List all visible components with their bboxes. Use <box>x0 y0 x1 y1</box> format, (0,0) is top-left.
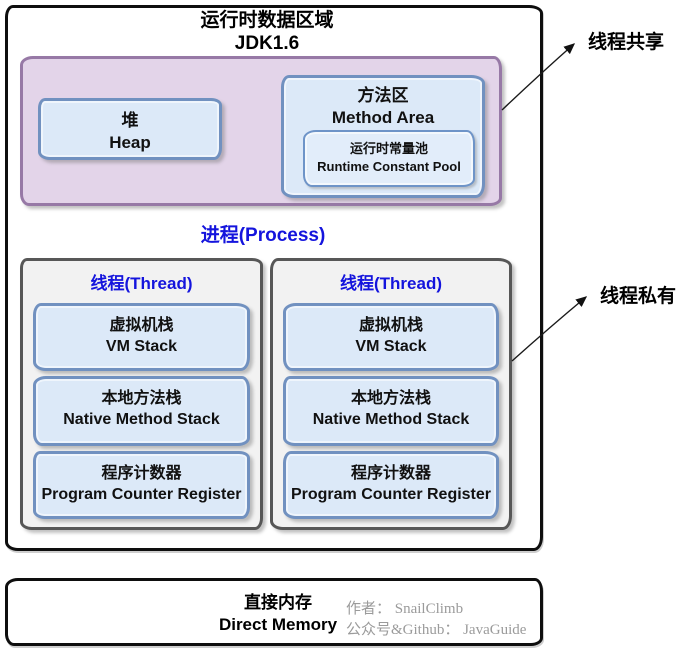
process-label: 进程(Process) <box>200 225 326 246</box>
heap-label-en: Heap <box>109 133 151 152</box>
method-area-label-en: Method Area <box>331 108 435 127</box>
native-method-stack-label-en: Native Method Stack <box>312 411 470 428</box>
thread-2-vm-stack-box: 虚拟机栈 VM Stack <box>283 303 499 371</box>
diagram-title: 运行时数据区域 JDK1.6 <box>5 9 529 55</box>
thread-box-1: 线程(Thread) 虚拟机栈 VM Stack 本地方法栈 Native Me… <box>20 258 263 530</box>
direct-memory-label-zh: 直接内存 <box>244 593 312 612</box>
program-counter-label-en: Program Counter Register <box>290 486 492 503</box>
thread-shared-label: 线程共享 <box>588 32 665 53</box>
watermark: 作者： SnailClimb 公众号&Github： JavaGuide <box>346 599 526 641</box>
vm-stack-label-en: VM Stack <box>105 338 178 355</box>
direct-memory-box: 直接内存 Direct Memory 作者： SnailClimb 公众号&Gi… <box>5 578 543 646</box>
thread-1-label: 线程(Thread) <box>90 274 193 293</box>
thread-box-2: 线程(Thread) 虚拟机栈 VM Stack 本地方法栈 Native Me… <box>270 258 512 530</box>
runtime-constant-pool-box: 运行时常量池 Runtime Constant Pool <box>303 130 475 187</box>
watermark-author: 作者： SnailClimb <box>346 601 464 617</box>
vm-stack-label-zh: 虚拟机栈 <box>358 317 423 334</box>
method-area-box: 方法区 Method Area 运行时常量池 Runtime Constant … <box>281 75 485 198</box>
native-method-stack-label-zh: 本地方法栈 <box>101 390 182 407</box>
vm-stack-label-en: VM Stack <box>355 338 427 355</box>
program-counter-label-zh: 程序计数器 <box>101 465 182 482</box>
watermark-channel: 公众号&Github： JavaGuide <box>346 622 527 638</box>
thread-2-native-method-stack-box: 本地方法栈 Native Method Stack <box>283 376 499 446</box>
direct-memory-label-en: Direct Memory <box>218 615 338 634</box>
thread-1-native-method-stack-box: 本地方法栈 Native Method Stack <box>33 376 250 446</box>
program-counter-label-zh: 程序计数器 <box>350 465 431 482</box>
runtime-constant-pool-label-en: Runtime Constant Pool <box>317 159 461 174</box>
native-method-stack-label-zh: 本地方法栈 <box>350 390 431 407</box>
runtime-constant-pool-label-zh: 运行时常量池 <box>349 141 428 156</box>
vm-stack-label-zh: 虚拟机栈 <box>109 317 174 334</box>
thread-1-program-counter-box: 程序计数器 Program Counter Register <box>33 451 250 519</box>
thread-private-label: 线程私有 <box>600 286 677 307</box>
program-counter-label-en: Program Counter Register <box>41 486 242 503</box>
thread-1-vm-stack-box: 虚拟机栈 VM Stack <box>33 303 250 371</box>
heap-box: 堆 Heap <box>38 98 222 160</box>
thread-2-label: 线程(Thread) <box>340 274 442 293</box>
diagram-title-zh: 运行时数据区域 <box>200 10 334 31</box>
thread-2-program-counter-box: 程序计数器 Program Counter Register <box>283 451 499 519</box>
native-method-stack-label-en: Native Method Stack <box>63 411 220 428</box>
diagram-title-version: JDK1.6 <box>234 33 300 54</box>
method-area-label-zh: 方法区 <box>357 86 409 105</box>
heap-label-zh: 堆 <box>121 111 139 130</box>
